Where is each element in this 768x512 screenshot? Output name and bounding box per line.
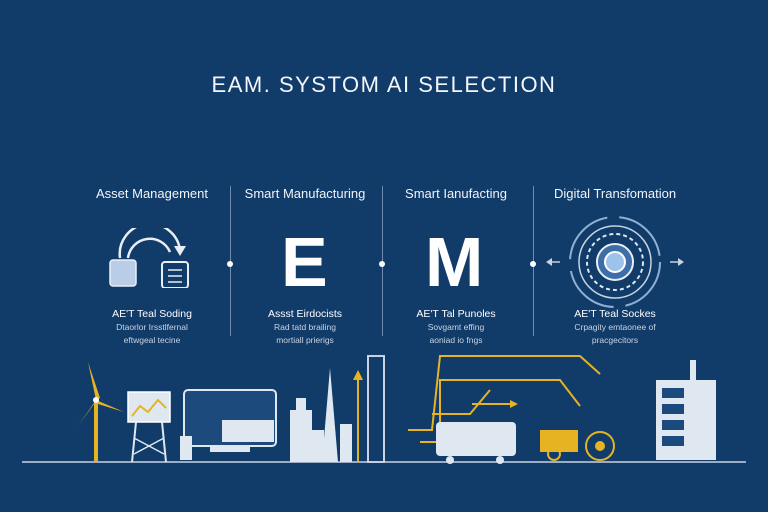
column-sub-title: AE'T Teal Sockes (574, 308, 656, 320)
column-desc-line: Crpagity emtaonee of (574, 322, 656, 332)
column-sub-title: Assst Eirdocists (267, 308, 343, 320)
column-desc-line: pracgecitors (591, 335, 639, 345)
column-smart-manufacturing: Smart Manufacturing Assst Eirdocists Rad… (230, 186, 380, 345)
column-desc-line: Dtaorlor Irsstlfernal (116, 322, 188, 332)
column-desc-line: Rad tatd brailing (274, 322, 336, 332)
column-heading: Asset Management (95, 186, 208, 201)
column-desc-line: Sovgamt effing (427, 322, 485, 332)
column-heading: Digital Transfomation (553, 186, 677, 201)
divider-dot (530, 261, 536, 267)
city-buildings-icon (290, 368, 352, 462)
monitor-tower-icon (127, 391, 171, 463)
column-sub: AE'T Teal Sockes Crpagity emtaonee of pr… (540, 308, 690, 346)
circuit-lines (408, 355, 601, 443)
page-title: EAM. SYSTOM AI SELECTION (211, 72, 557, 97)
divider-dot (379, 261, 385, 267)
column-sub: Assst Eirdocists Rad tatd brailing morti… (230, 308, 380, 346)
wind-turbine-icon (78, 362, 124, 462)
column-smart-ianufacting: Smart Ianufacting AE'T Tal Punoles Sovga… (381, 186, 531, 345)
column-sub: AE'T Teal Soding Dtaorlor Irsstlfernal e… (77, 308, 227, 346)
letter-m: M (425, 223, 484, 301)
column-heading: Smart Manufacturing (244, 186, 366, 201)
column-desc-line: eftwgeal tecine (123, 335, 181, 345)
column-asset-management: Asset Management AE'T Teal Soding Dtaorl… (77, 186, 227, 345)
tractor-icon (540, 430, 615, 461)
column-sub-title: AE'T Tal Punoles (416, 308, 496, 320)
column-desc-line: mortiall prierigs (276, 335, 334, 345)
digital-target-icon (546, 216, 684, 308)
computer-icon (180, 389, 277, 460)
industrial-illustration (22, 355, 746, 464)
divider-dot (227, 261, 233, 267)
column-digital-transformation: Digital Transfomation AE'T Teal Sockes C… (540, 186, 690, 345)
column-sub: AE'T Tal Punoles Sovgamt effing aoniad i… (381, 308, 531, 346)
server-rack-icon (656, 360, 716, 460)
letter-e: E (281, 223, 328, 301)
column-sub-title: AE'T Teal Soding (112, 308, 192, 320)
container-truck-icon (436, 422, 516, 464)
sync-documents-icon (109, 228, 189, 288)
column-heading: Smart Ianufacting (405, 186, 507, 201)
column-desc-line: aoniad io fngs (429, 335, 483, 345)
tower-icon (367, 355, 385, 463)
